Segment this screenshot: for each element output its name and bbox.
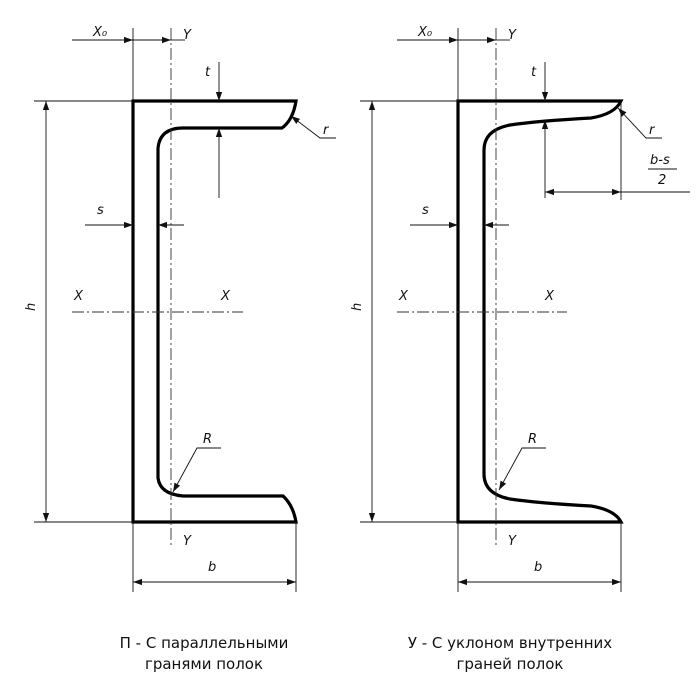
left-channel-outline	[131, 99, 298, 524]
right-caption-line1: У - С уклоном внутренних	[407, 634, 613, 652]
right-R-leader	[498, 447, 546, 491]
right-y-bottom-label: Y	[508, 534, 517, 549]
left-profile: X₀ Y t r s h X X R Y b	[24, 25, 336, 592]
left-R-leader	[172, 447, 221, 493]
right-h-label: h	[350, 303, 365, 311]
left-b-label: b	[208, 560, 216, 575]
left-caption: П - С параллельными гранями полок	[44, 633, 364, 675]
left-y-top-label: Y	[183, 28, 192, 43]
left-x-left-label: X	[73, 289, 84, 304]
right-x-left-label: X	[398, 289, 409, 304]
left-y-bottom-label: Y	[183, 534, 192, 549]
right-caption-line2: граней полок	[456, 655, 564, 673]
left-r-leader	[290, 115, 336, 139]
left-R-label: R	[203, 432, 212, 447]
right-caption: У - С уклоном внутренних граней полок	[350, 633, 670, 675]
right-r-label: r	[649, 123, 656, 138]
left-caption-line1: П - С параллельными	[119, 634, 289, 652]
right-r-leader	[617, 107, 662, 139]
left-h-label: h	[24, 303, 39, 311]
right-t-label: t	[531, 65, 537, 80]
right-x-right-label: X	[544, 289, 555, 304]
left-x-right-label: X	[220, 289, 231, 304]
left-x0-label: X₀	[92, 25, 108, 40]
right-bs2-numerator: b-s	[650, 153, 670, 168]
right-x0-label: X₀	[417, 25, 433, 40]
right-R-label: R	[528, 432, 537, 447]
right-profile: X₀ Y t r b-s 2 s h X X R Y	[350, 25, 690, 592]
left-t-label: t	[205, 65, 211, 80]
left-r-label: r	[323, 123, 330, 138]
right-y-top-label: Y	[508, 28, 517, 43]
right-s-label: s	[422, 203, 429, 218]
right-bs2-denominator: 2	[658, 173, 666, 188]
left-caption-line2: гранями полок	[144, 655, 264, 673]
right-b-label: b	[534, 560, 542, 575]
left-s-label: s	[97, 203, 104, 218]
right-channel-outline	[456, 99, 624, 524]
